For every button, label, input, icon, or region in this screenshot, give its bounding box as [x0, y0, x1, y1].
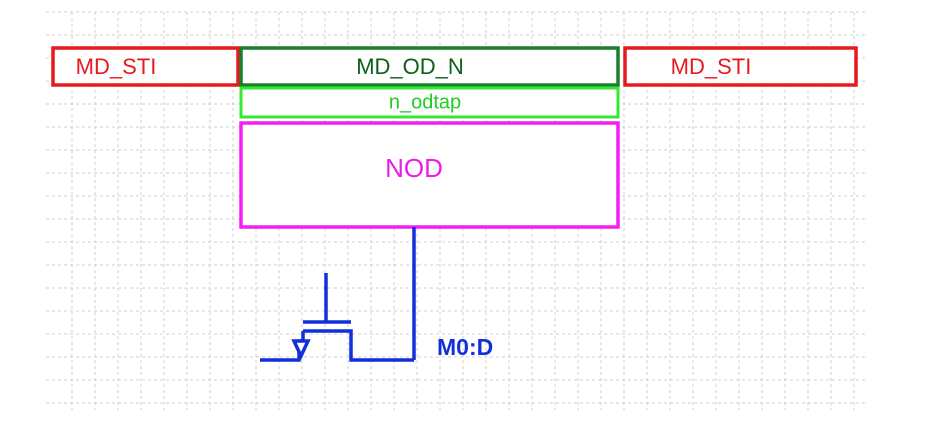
md-sti-right-shape[interactable]: MD_STI [623, 46, 858, 87]
md-sti-right-label: MD_STI [671, 54, 752, 79]
drain-lead [303, 329, 414, 362]
n-odtap-shape[interactable]: n_odtap [239, 86, 620, 119]
md-sti-right-rect [623, 46, 858, 87]
md-sti-left-label: MD_STI [76, 54, 157, 79]
source-arrow-icon [291, 339, 311, 361]
md-od-n-rect [239, 46, 620, 87]
md-od-n-shape[interactable]: MD_OD_N [239, 46, 620, 87]
terminal-label-m0-d: M0:D [437, 334, 493, 360]
n-odtap-label: n_odtap [389, 91, 461, 113]
transistor-m0[interactable] [260, 227, 416, 362]
md-sti-left-rect [51, 46, 240, 87]
nod-label: NOD [385, 153, 443, 183]
nod-rect [239, 121, 620, 229]
md-sti-left-shape[interactable]: MD_STI [51, 46, 240, 87]
nod-shape[interactable]: NOD [239, 121, 620, 229]
n-odtap-rect [239, 86, 620, 119]
md-od-n-label: MD_OD_N [356, 54, 464, 79]
